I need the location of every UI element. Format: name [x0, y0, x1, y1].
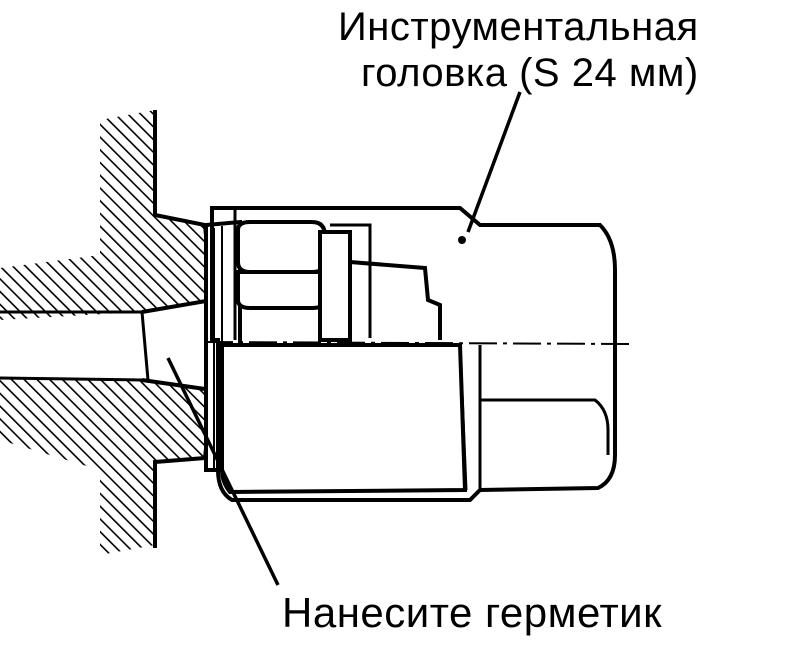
socket-leader-line: [466, 91, 522, 233]
socket-inner-wall: [233, 210, 372, 340]
plug-shoulder: [349, 260, 442, 340]
housing-upper-hatch: [0, 110, 205, 320]
housing-lower-hatch: [0, 378, 205, 555]
plug-hex-head: [236, 220, 327, 274]
socket-hex-flats: [478, 345, 610, 490]
bore-end-line: [140, 311, 150, 381]
plug-hex-face: [236, 270, 327, 310]
centre-line: [204, 341, 631, 345]
sealant-leader-line: [166, 357, 280, 586]
sealant-callout-label: Нанесите герметик: [282, 589, 663, 636]
socket-label-line2: головка (S 24 мм): [361, 51, 699, 95]
plug-body: [318, 230, 352, 342]
housing-section: [0, 110, 215, 555]
socket-marker-dot: [458, 236, 466, 244]
socket-lower-sleeve: [220, 343, 468, 495]
socket-label-line1: Инструментальная: [338, 5, 699, 49]
socket-callout-label: Инструментальная головка (S 24 мм): [338, 4, 699, 96]
bore-lower-line: [0, 376, 143, 382]
sleeve-bevel: [458, 344, 468, 491]
socket-outline: [210, 206, 617, 502]
